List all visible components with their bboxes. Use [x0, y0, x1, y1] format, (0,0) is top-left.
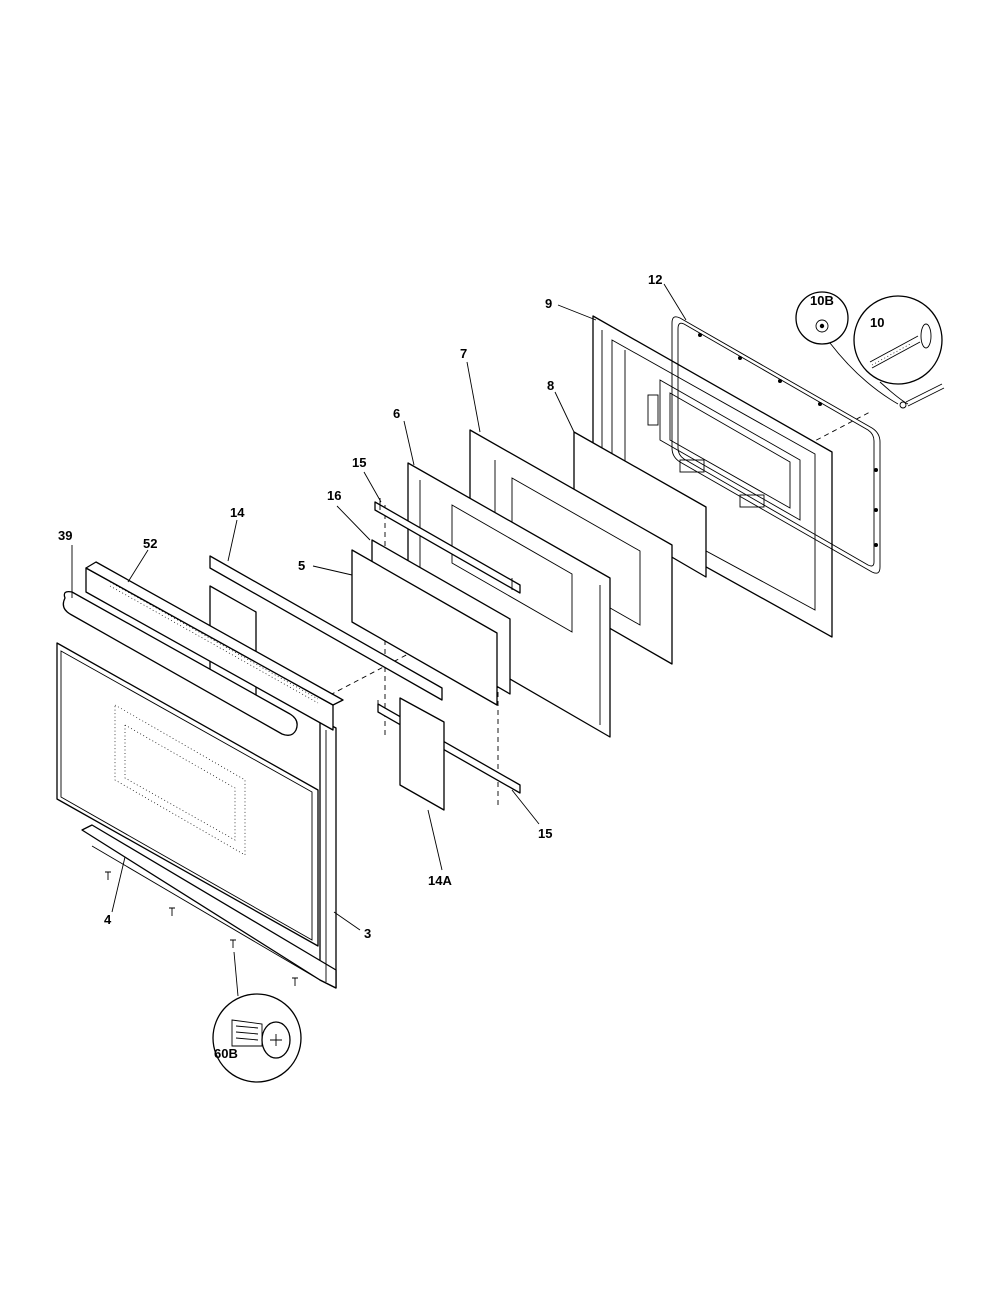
callout-14: 14 — [230, 505, 245, 520]
part-14A-insulation-pad — [399, 697, 445, 811]
part-8-insulation — [573, 431, 707, 578]
callout-7: 7 — [460, 346, 467, 361]
callout-16: 16 — [327, 488, 341, 503]
callout-9: 9 — [545, 296, 552, 311]
gasket-clips — [698, 333, 878, 547]
callout-12: 12 — [648, 272, 662, 287]
washer-icon — [815, 319, 829, 333]
leader-lines — [71, 283, 687, 931]
part-14-insulation-top — [209, 555, 443, 701]
part-52-trim-vent — [85, 561, 344, 731]
bottom-screws — [105, 871, 298, 986]
callout-labels: 39 52 14 16 15 6 7 8 9 12 10B 10 5 15 14… — [58, 272, 884, 1061]
part-5-glass-pane — [351, 549, 498, 706]
part-39-door-handle — [62, 590, 298, 736]
part-12-gasket-inner — [677, 322, 875, 567]
callout-3: 3 — [364, 926, 371, 941]
callout-4: 4 — [104, 912, 112, 927]
callout-14A: 14A — [428, 873, 452, 888]
callout-5: 5 — [298, 558, 305, 573]
callout-52: 52 — [143, 536, 157, 551]
part-12-door-gasket — [671, 316, 881, 574]
callout-6: 6 — [393, 406, 400, 421]
callout-8: 8 — [547, 378, 554, 393]
detail-circle-10B — [795, 291, 899, 405]
screw-head-icon — [231, 1019, 291, 1059]
part-10-screw-assembly — [899, 383, 945, 409]
callout-39: 39 — [58, 528, 72, 543]
part-15-bottom-bracket — [377, 700, 521, 794]
callout-15-bottom: 15 — [538, 826, 552, 841]
screw-icon — [869, 323, 932, 369]
callout-10B: 10B — [810, 293, 834, 308]
part-9-inner-liner — [592, 315, 833, 638]
callout-15-top: 15 — [352, 455, 366, 470]
part-4-outer-glass — [56, 642, 319, 947]
detail-circle-60B — [212, 951, 302, 1083]
detail-circle-10 — [853, 295, 943, 405]
callout-10: 10 — [870, 315, 884, 330]
part-3-outer-door — [81, 719, 337, 989]
callout-60B: 60B — [214, 1046, 238, 1061]
